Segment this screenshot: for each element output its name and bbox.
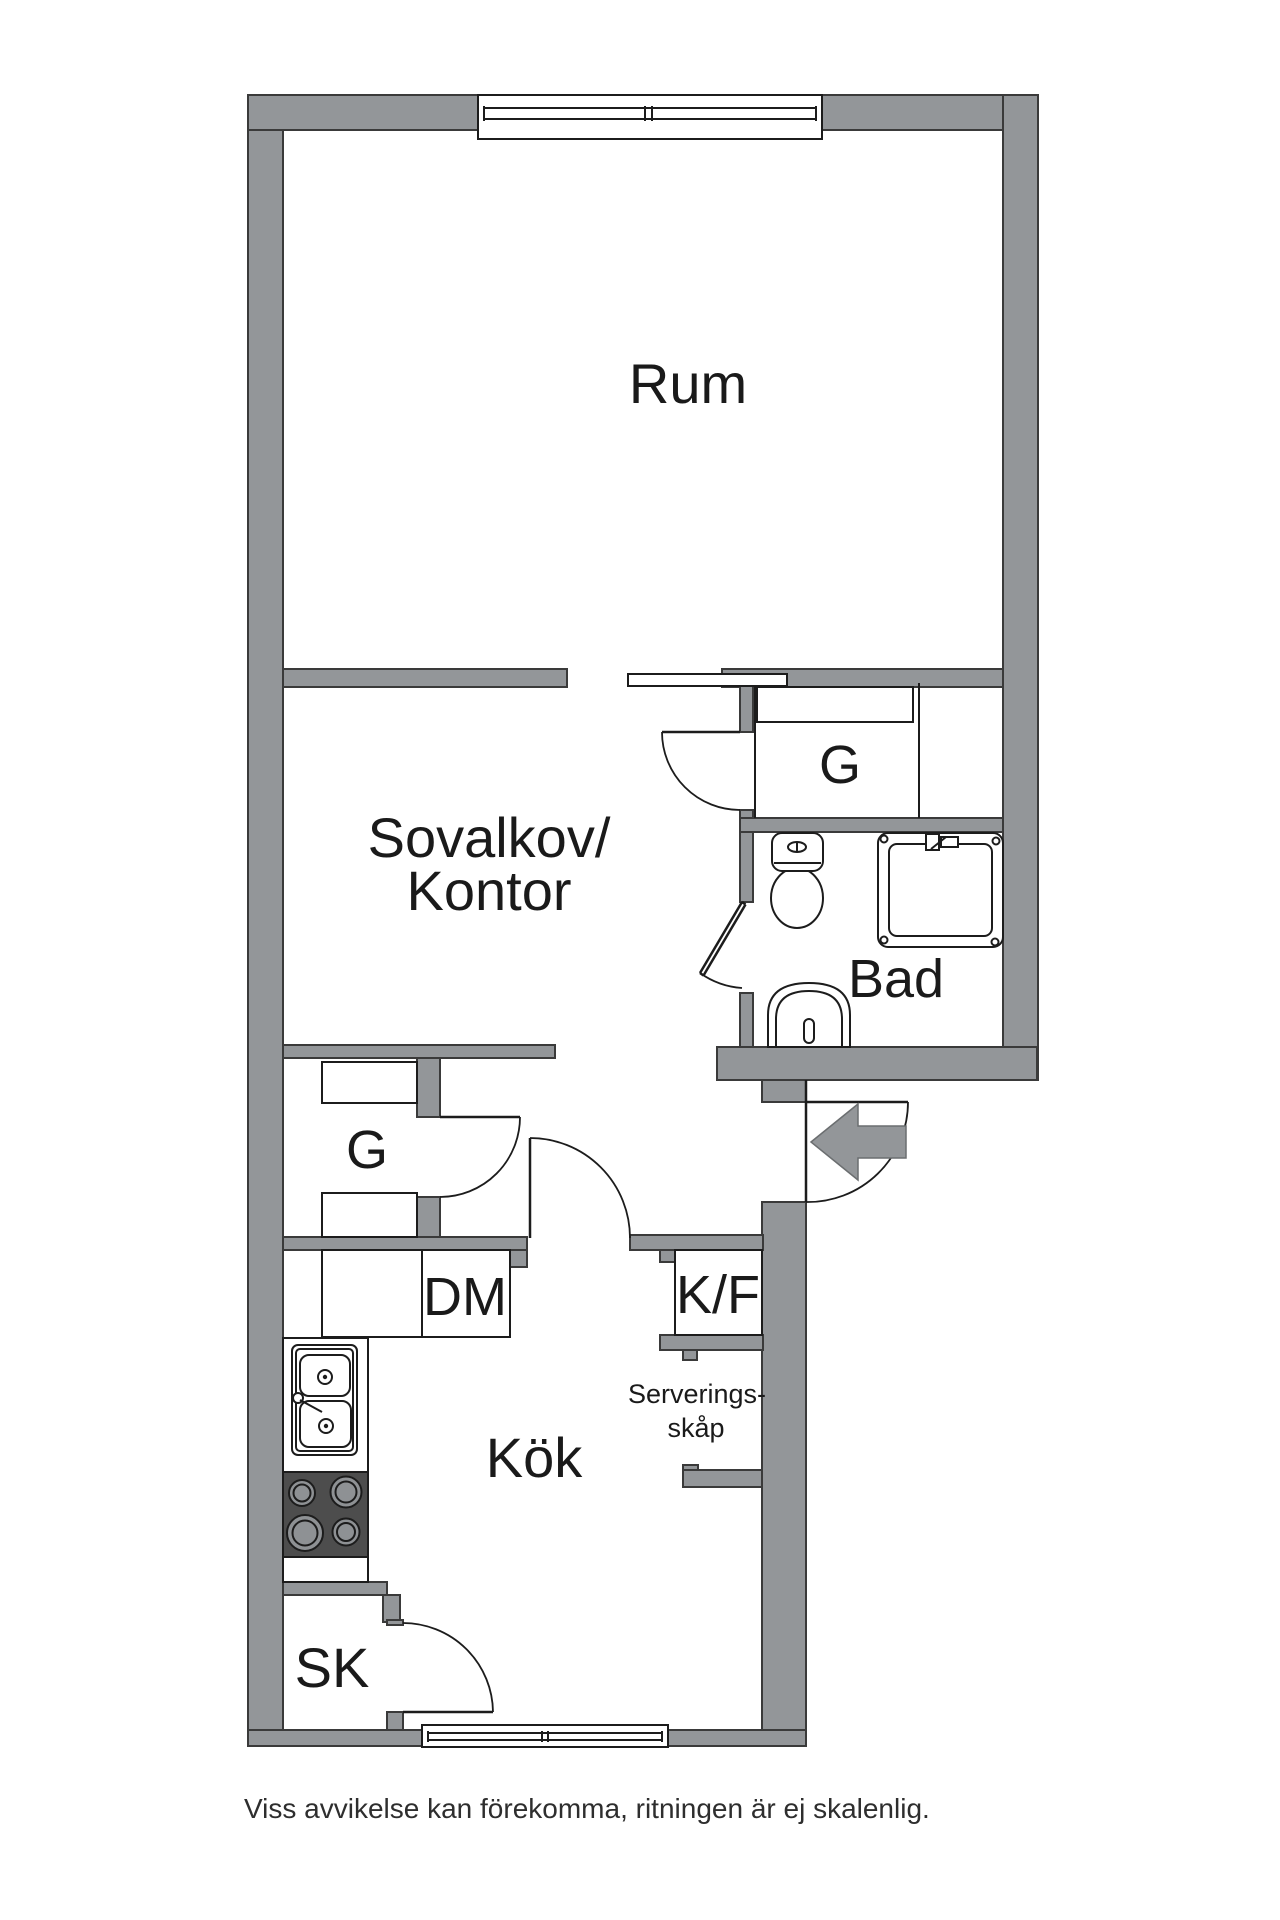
- entry-arrow-icon: [809, 1102, 907, 1182]
- walls: [247, 94, 1039, 1747]
- kitchen-door: [528, 1137, 631, 1239]
- windows: [421, 94, 823, 1748]
- wall-gcloset-east-bottom: [416, 1196, 441, 1238]
- kitchen-sink-icon: [291, 1344, 358, 1456]
- window-top: [477, 94, 823, 140]
- wall-kitchen-band-jog: [382, 1594, 401, 1623]
- dishwasher-box: [421, 1249, 511, 1338]
- bathroom-fixtures: [767, 832, 1004, 1048]
- wall-right-lower: [761, 1201, 807, 1747]
- kitchen-counter-strip: [282, 1337, 369, 1583]
- wall-sk-stub-bottom: [386, 1711, 404, 1731]
- wall-kf-top: [629, 1234, 764, 1251]
- gcloset-lower-shelf-top: [321, 1061, 418, 1104]
- bathroom-door: [698, 900, 747, 989]
- label-dm: DM: [423, 1267, 507, 1327]
- wall-sk-tooth-top: [386, 1619, 404, 1626]
- wall-gcloset-east-top: [416, 1057, 441, 1118]
- hall-closet-door: [661, 730, 741, 811]
- wall-rum-divider-west: [282, 668, 568, 688]
- entry-door: [804, 1080, 909, 1203]
- wall-kitchen-counter-band: [282, 1581, 388, 1596]
- label-servering-line2: skåp: [667, 1413, 724, 1443]
- window-bottom: [421, 1724, 669, 1748]
- closets: [282, 683, 920, 1583]
- labels: Rum Sovalkov/ Kontor G Bad G DM K/F Serv…: [244, 352, 944, 1824]
- wall-bath-west-stub: [739, 992, 754, 1048]
- stove-icon: [282, 1471, 369, 1558]
- wall-hall-stub: [739, 682, 754, 733]
- wall-kf-tooth-bottom: [682, 1349, 698, 1361]
- bathroom-sink-icon: [767, 981, 851, 1048]
- label-rum: Rum: [629, 352, 747, 415]
- label-bad: Bad: [848, 949, 944, 1009]
- shower-icon: [877, 832, 1004, 948]
- doors: [402, 673, 909, 1714]
- label-closet-top: G: [819, 735, 861, 795]
- lower-closet-door: [439, 1115, 521, 1198]
- label-sovalkov-line2: Kontor: [407, 859, 572, 922]
- wall-bath-top: [739, 817, 1004, 833]
- wall-bottom-left: [247, 1729, 423, 1747]
- label-kok: Kök: [486, 1426, 583, 1489]
- wall-right-upper: [1002, 94, 1039, 1081]
- fridge-freezer-box: [674, 1249, 763, 1336]
- label-kf: K/F: [676, 1265, 760, 1325]
- wall-kitchen-top-corner: [509, 1249, 528, 1268]
- label-sk: SK: [295, 1636, 370, 1699]
- toilet-icon: [770, 832, 824, 929]
- wall-bath-bottom: [716, 1046, 1038, 1081]
- gcloset-lower-shelf-bottom: [321, 1192, 418, 1238]
- wall-kf-tooth-left: [659, 1249, 676, 1263]
- sliding-door: [627, 673, 788, 687]
- wall-bottom-right: [667, 1729, 807, 1747]
- disclaimer-text: Viss avvikelse kan förekomma, ritningen …: [244, 1793, 930, 1824]
- kitchen-cabinet-box: [321, 1249, 423, 1338]
- kitchen-fixtures: [282, 1344, 369, 1558]
- wall-kf-bottom: [659, 1334, 764, 1351]
- wall-kitchen-top: [282, 1236, 528, 1251]
- wall-top-left: [247, 94, 479, 131]
- gcloset-top-shelf: [756, 686, 914, 723]
- wall-servering-bottom: [682, 1469, 763, 1488]
- label-servering-line1: Serverings-: [628, 1379, 766, 1409]
- wall-entry-chunk: [761, 1079, 807, 1103]
- label-closet-lower: G: [346, 1120, 388, 1180]
- wall-sovalkov-bottom: [282, 1044, 556, 1059]
- wall-left: [247, 94, 284, 1747]
- label-sovalkov-line1: Sovalkov/: [368, 806, 611, 869]
- sk-closet-door: [402, 1622, 494, 1714]
